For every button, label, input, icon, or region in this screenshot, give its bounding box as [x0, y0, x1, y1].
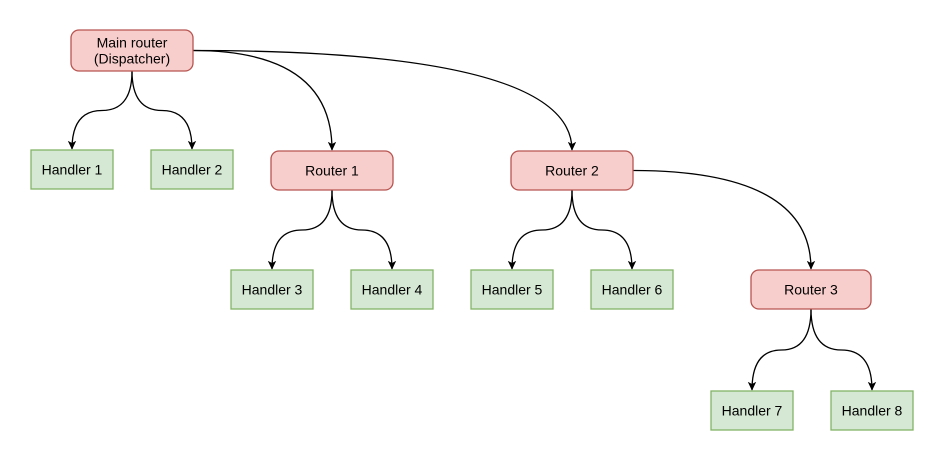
router-box	[70, 29, 194, 72]
edge-router-3-to-handler-8	[810, 308, 877, 391]
node-label-handler-6: Handler 6	[602, 282, 663, 298]
node-handler-8: Handler 8	[830, 390, 914, 431]
node-label-router-3: Router 3	[784, 282, 838, 298]
node-handler-2: Handler 2	[150, 149, 234, 190]
edge-router-2-to-router-3	[632, 169, 816, 270]
edge-router-3-to-handler-7	[747, 308, 812, 391]
node-handler-7: Handler 7	[710, 390, 794, 431]
node-label-handler-3: Handler 3	[242, 282, 303, 298]
node-router-3: Router 3	[750, 269, 872, 310]
handler-box	[710, 390, 794, 431]
node-handler-3: Handler 3	[230, 269, 314, 310]
edge-router-2-to-handler-6	[571, 189, 637, 270]
edge-router-2-to-handler-5	[507, 189, 573, 270]
edge-router-1-to-handler-3	[267, 189, 333, 270]
node-label-handler-2: Handler 2	[162, 162, 223, 178]
node-label-router-1: Router 1	[305, 163, 359, 179]
node-label-handler-7: Handler 7	[722, 403, 783, 419]
node-label-handler-4: Handler 4	[362, 282, 423, 298]
handler-box	[350, 269, 434, 310]
node-label-router-2: Router 2	[545, 163, 599, 179]
router-box	[270, 150, 394, 191]
node-label-main-router: Main router(Dispatcher)	[94, 35, 170, 67]
handler-box	[30, 149, 114, 190]
router-box	[750, 269, 872, 310]
handler-box	[830, 390, 914, 431]
edge-main-router-to-router-2	[192, 49, 577, 151]
node-label-handler-1: Handler 1	[42, 162, 103, 178]
node-handler-6: Handler 6	[590, 269, 674, 310]
node-router-2: Router 2	[510, 150, 634, 191]
edge-main-router-to-handler-1	[67, 70, 133, 150]
handler-box	[590, 269, 674, 310]
edge-router-1-to-handler-4	[331, 189, 397, 270]
node-handler-4: Handler 4	[350, 269, 434, 310]
handler-box	[470, 269, 554, 310]
node-router-1: Router 1	[270, 150, 394, 191]
node-handler-5: Handler 5	[470, 269, 554, 310]
router-box	[510, 150, 634, 191]
node-label-handler-8: Handler 8	[842, 403, 903, 419]
handler-box	[230, 269, 314, 310]
edge-main-router-to-router-1	[192, 49, 337, 151]
handler-box	[150, 149, 234, 190]
edge-layer	[67, 49, 877, 391]
node-layer: Main router(Dispatcher) Handler 1 Handler …	[30, 29, 914, 431]
node-main-router: Main router(Dispatcher)	[70, 29, 194, 72]
edge-main-router-to-handler-2	[131, 70, 197, 150]
node-handler-1: Handler 1	[30, 149, 114, 190]
node-label-handler-5: Handler 5	[482, 282, 543, 298]
